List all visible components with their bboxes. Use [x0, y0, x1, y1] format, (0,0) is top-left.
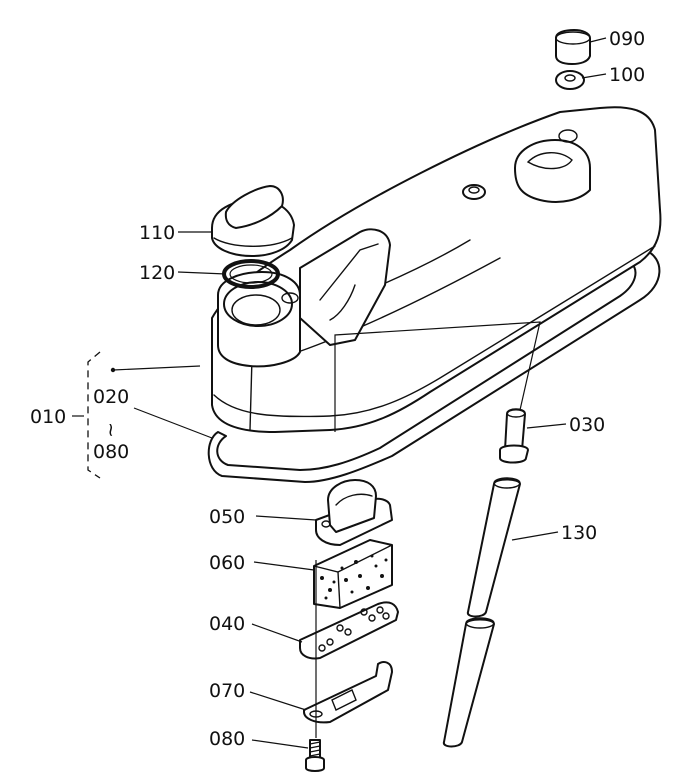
- cylinder-head-cover: [211, 106, 662, 433]
- callout-040: 040: [209, 613, 245, 635]
- callout-020: 020: [93, 386, 129, 408]
- part-060-filter-element: [313, 539, 393, 609]
- callout-060: 060: [209, 552, 245, 574]
- callout-010: 010: [30, 406, 66, 428]
- callout-080-range: 080: [93, 441, 129, 463]
- callout-100: 100: [609, 64, 645, 86]
- part-030-hose-connector: [499, 408, 529, 464]
- group-bracket-010: [72, 351, 213, 479]
- callout-070: 070: [209, 680, 245, 702]
- callout-120: 120: [139, 262, 175, 284]
- callout-130: 130: [561, 522, 597, 544]
- callout-080: 080: [209, 728, 245, 750]
- part-100-washer: [555, 70, 585, 90]
- part-090-cap: [555, 29, 591, 65]
- callout-050: 050: [209, 506, 245, 528]
- callout-090: 090: [609, 28, 645, 50]
- filter-speckle: [320, 554, 388, 600]
- part-050-baffle-housing: [315, 479, 393, 546]
- part-130-breather-hose: [442, 477, 521, 748]
- part-080-screw: [305, 739, 325, 772]
- part-040-plate: [299, 601, 399, 660]
- leader-lines: [177, 37, 607, 749]
- callout-030: 030: [569, 414, 605, 436]
- part-110-filler-cap: [211, 185, 295, 257]
- part-070-bracket: [303, 661, 393, 724]
- callout-range-tilde: ~: [100, 422, 122, 438]
- callout-110: 110: [139, 222, 175, 244]
